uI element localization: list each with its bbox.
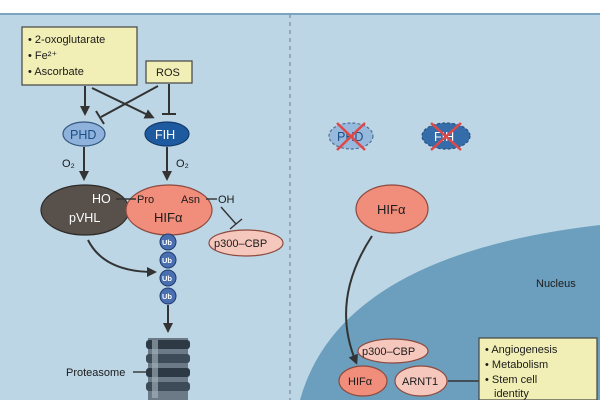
ub-label-4: Ub <box>162 292 172 301</box>
cofactor-box <box>21 26 138 86</box>
arrow-pvhl-ub <box>87 239 157 277</box>
arrow-hif-nucleus <box>345 235 373 365</box>
o2-label-fih: O₂ <box>176 158 189 170</box>
ub-label-3: Ub <box>162 274 172 283</box>
arnt1-label: ARNT1 <box>402 376 438 388</box>
ros-label: ROS <box>156 67 180 79</box>
o2-label-phd: O₂ <box>62 158 75 170</box>
target-metabolism: • Metabolism <box>485 359 548 371</box>
ub-bead-3 <box>159 269 177 287</box>
target-angiogenesis: • Angiogenesis <box>485 344 558 356</box>
fih-label: FIH <box>155 128 175 142</box>
pvhl-label: pVHL <box>69 211 100 225</box>
p300-cbp-nucleus <box>357 338 429 364</box>
hif-alpha-cytoplasm-label: HIFα <box>377 202 406 217</box>
hif-alpha-nucleus <box>338 365 388 397</box>
fih-enzyme <box>144 121 190 147</box>
nucleus-label: Nucleus <box>536 278 576 290</box>
hif-alpha-nucleus-label: HIFα <box>348 376 373 388</box>
cofactor-fe: • Fe²⁺ <box>28 50 57 62</box>
top-border <box>0 0 600 14</box>
inhibit-hif-p300-bar <box>229 218 243 230</box>
phd-cross-2 <box>336 122 366 151</box>
target-stem-cell: • Stem cell <box>485 374 537 386</box>
ub-bead-1 <box>159 233 177 251</box>
oh-label: OH <box>218 194 235 206</box>
proteasome <box>146 338 190 400</box>
proteasome-highlight <box>152 340 158 398</box>
inhibit-hif-p300 <box>220 206 237 225</box>
ub-label-1: Ub <box>162 238 172 247</box>
proteasome-label: Proteasome <box>66 367 125 379</box>
asn-label: Asn <box>181 194 200 206</box>
ub-bead-2 <box>159 251 177 269</box>
ub-bead-4 <box>159 287 177 305</box>
fih-cross-2 <box>430 122 462 151</box>
hif-alpha-cytoplasm <box>355 184 429 234</box>
targets-box <box>478 337 598 400</box>
pvhl-protein <box>40 184 130 236</box>
cofactor-2og: • 2-oxoglutarate <box>28 34 105 46</box>
ubiquitin-chain: Ub Ub Ub Ub <box>159 233 177 305</box>
p300-cbp-left <box>208 229 284 257</box>
inhibit-ros-phd <box>100 85 159 118</box>
inhibit-ros-phd-bar <box>95 110 105 125</box>
pro-label: Pro <box>137 194 154 206</box>
ros-box <box>145 60 193 84</box>
p300-cbp-left-label: p300–CBP <box>214 238 267 250</box>
cofactor-ascorbate: • Ascorbate <box>28 66 84 78</box>
arrow-cofactor-fih <box>91 87 155 119</box>
arnt1-protein <box>394 365 448 397</box>
p300-cbp-nucleus-label: p300–CBP <box>362 346 415 358</box>
phd-enzyme <box>62 121 106 147</box>
hif-alpha-label: HIFα <box>154 210 183 225</box>
ub-label-2: Ub <box>162 256 172 265</box>
ho-label: HO <box>92 192 111 206</box>
target-identity: identity <box>494 388 529 400</box>
phd-label: PHD <box>70 128 96 142</box>
